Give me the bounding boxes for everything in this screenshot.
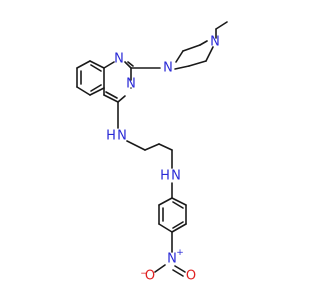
bond — [124, 61, 132, 69]
bond — [199, 40, 208, 46]
bond — [117, 95, 126, 103]
atom-n: N — [171, 169, 181, 184]
atom-o: O − — [140, 269, 155, 284]
charge-plus: + — [176, 248, 184, 258]
bond — [158, 223, 173, 233]
bond — [171, 223, 187, 233]
structure-svg: N N N N N H N H N + O − O — [76, 21, 228, 284]
bond — [89, 87, 105, 96]
atom-n: N — [117, 129, 127, 144]
bond — [76, 60, 91, 69]
bond — [90, 84, 102, 92]
svg-text:N: N — [210, 35, 220, 50]
bond — [127, 61, 134, 67]
atom-n: N — [114, 52, 124, 67]
bond — [90, 64, 102, 72]
bond — [103, 61, 115, 69]
bond — [158, 197, 173, 206]
bond — [89, 60, 105, 69]
svg-text:O: O — [145, 269, 155, 284]
svg-text:H: H — [106, 129, 116, 144]
bond — [172, 269, 184, 277]
bond — [172, 221, 184, 229]
svg-text:N: N — [167, 252, 177, 267]
bond — [105, 91, 118, 99]
bond — [171, 197, 187, 206]
molecule-diagram: N N N N N H N H N + O − O — [76, 21, 228, 284]
bond — [154, 264, 166, 273]
bond — [174, 265, 186, 273]
bond — [172, 201, 184, 209]
bond-layer — [76, 21, 228, 277]
svg-text:O: O — [186, 269, 196, 284]
atom-n: N — [163, 61, 173, 76]
bond — [126, 140, 146, 151]
bond — [76, 86, 91, 96]
bond — [158, 143, 173, 151]
atom-n: N — [210, 35, 220, 50]
bond — [215, 21, 228, 30]
svg-text:N: N — [117, 129, 127, 144]
bond — [144, 143, 160, 151]
atom-n: N — [126, 77, 136, 92]
atom-n: N + — [167, 248, 184, 267]
svg-text:N: N — [171, 169, 181, 184]
bond — [174, 65, 190, 70]
atom-label-layer: N N N N N H N H N + O − O — [106, 35, 220, 284]
bond — [182, 44, 201, 52]
svg-text:N: N — [114, 52, 124, 67]
charge-minus: − — [140, 269, 148, 279]
atom-h: H — [160, 169, 170, 184]
bond — [205, 46, 214, 62]
bond — [103, 94, 119, 103]
bond — [188, 60, 207, 67]
svg-text:N: N — [163, 61, 173, 76]
svg-text:H: H — [160, 169, 170, 184]
svg-text:N: N — [126, 77, 136, 92]
atom-o: O — [186, 269, 196, 284]
atom-h: H — [106, 129, 116, 144]
bond — [175, 50, 184, 63]
